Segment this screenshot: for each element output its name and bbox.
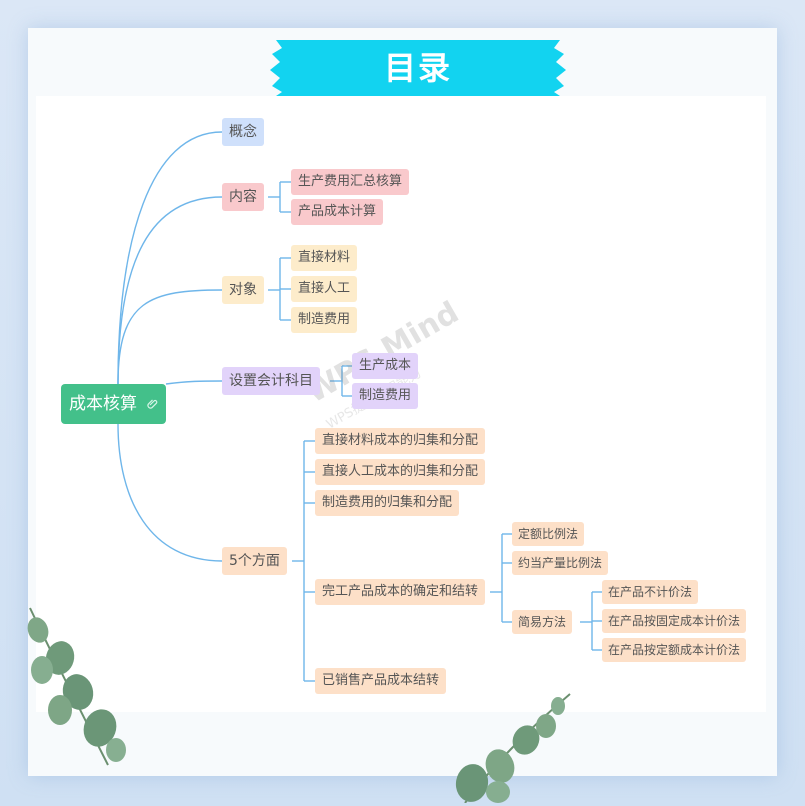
banner-shape — [270, 40, 566, 96]
node-direct-labor[interactable]: 直接人工 — [291, 276, 358, 302]
root-label: 成本核算 — [69, 394, 137, 414]
node-product-cost-calc[interactable]: 产品成本计算 — [291, 199, 384, 225]
node-equivalent-units-method[interactable]: 约当产量比例法 — [512, 551, 609, 575]
node-wip-fixed-cost[interactable]: 在产品按固定成本计价法 — [602, 609, 747, 633]
branch-accounts[interactable]: 设置会计科目 — [222, 367, 320, 395]
node-simple-method[interactable]: 简易方法 — [512, 610, 573, 634]
node-wip-not-valued[interactable]: 在产品不计价法 — [602, 580, 699, 604]
branch-five-aspects[interactable]: 5个方面 — [222, 547, 287, 575]
eucalyptus-right-decoration — [455, 693, 571, 803]
branch-concept[interactable]: 概念 — [222, 118, 264, 146]
node-production-cost-account[interactable]: 生产成本 — [352, 353, 419, 379]
attachment-icon[interactable] — [147, 398, 159, 410]
node-sold-goods-transfer[interactable]: 已销售产品成本结转 — [315, 668, 447, 694]
node-production-cost-summary[interactable]: 生产费用汇总核算 — [291, 169, 410, 195]
node-wip-quota-cost[interactable]: 在产品按定额成本计价法 — [602, 638, 747, 662]
node-labor-allocation[interactable]: 直接人工成本的归集和分配 — [315, 459, 486, 485]
title-banner: 目录 — [268, 40, 568, 96]
eucalyptus-left-decoration — [27, 607, 126, 766]
branch-object[interactable]: 对象 — [222, 276, 264, 304]
node-direct-material[interactable]: 直接材料 — [291, 245, 358, 271]
node-finished-goods-cost[interactable]: 完工产品成本的确定和结转 — [315, 579, 486, 605]
branch-content[interactable]: 内容 — [222, 183, 264, 211]
node-material-allocation[interactable]: 直接材料成本的归集和分配 — [315, 428, 486, 454]
node-overhead-allocation[interactable]: 制造费用的归集和分配 — [315, 490, 460, 516]
node-overhead-account[interactable]: 制造费用 — [352, 383, 419, 409]
page-title: 目录 — [383, 49, 452, 87]
root-node[interactable]: 成本核算 — [61, 384, 166, 424]
node-manufacturing-overhead[interactable]: 制造费用 — [291, 307, 358, 333]
node-quota-ratio-method[interactable]: 定额比例法 — [512, 522, 585, 546]
